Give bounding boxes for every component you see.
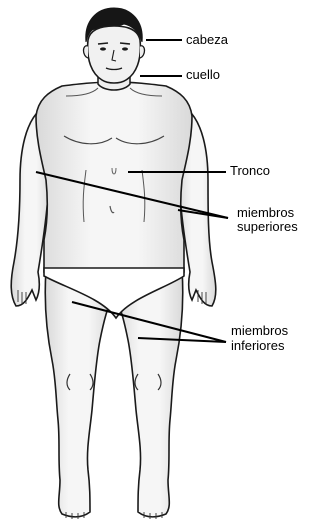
label-lower-limbs-line2: inferiores <box>231 339 284 353</box>
label-lower-limbs-line1: miembros <box>231 324 288 338</box>
label-head: cabeza <box>186 33 228 47</box>
label-upper-limbs-line1: miembros <box>237 206 294 220</box>
head <box>88 26 141 83</box>
left-leg <box>45 270 112 517</box>
label-trunk: Tronco <box>230 164 270 178</box>
label-upper-limbs-line2: superiores <box>237 220 298 234</box>
label-neck: cuello <box>186 68 220 82</box>
